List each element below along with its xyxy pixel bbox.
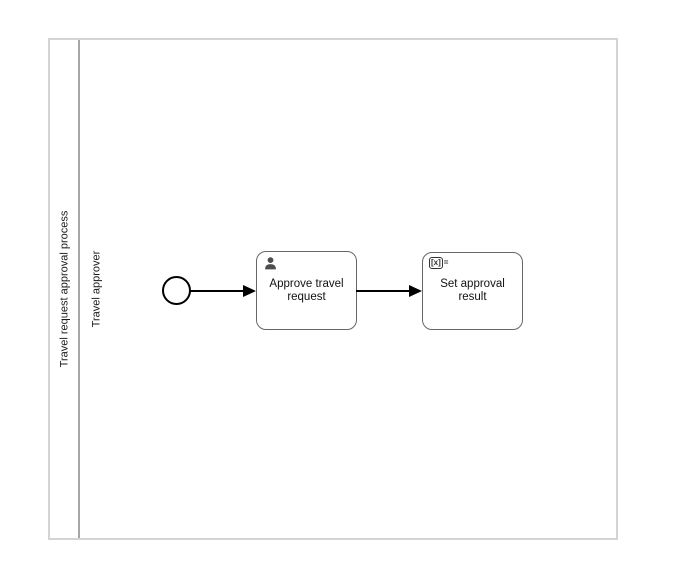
user-task-approve-travel-request[interactable]: Approve travel request: [256, 251, 357, 330]
pool-lane-divider: [78, 40, 80, 538]
arrowhead-icon: [409, 285, 422, 297]
lane-label: Travel approver: [90, 250, 102, 328]
pool-label-band: Travel request approval process: [50, 40, 78, 538]
task-label: Approve travel request: [269, 277, 344, 303]
expression-icon-suffix: =: [443, 258, 449, 267]
expression-icon-box: [x]: [429, 257, 443, 269]
pool-label: Travel request approval process: [58, 210, 71, 368]
sequence-flow-start-to-approve[interactable]: [190, 290, 244, 292]
expression-icon: [x] =: [429, 257, 448, 269]
sequence-flow-approve-to-set-result[interactable]: [356, 290, 410, 292]
user-icon: [263, 256, 278, 271]
script-task-set-approval-result[interactable]: [x] = Set approval result: [422, 252, 523, 330]
task-label: Set approval result: [440, 278, 505, 303]
start-event[interactable]: [162, 276, 191, 305]
lane-label-band: Travel approver: [80, 40, 112, 538]
pool-body: Travel request approval process Travel a…: [50, 40, 616, 538]
arrowhead-icon: [243, 285, 256, 297]
pool-travel-request-approval[interactable]: Travel request approval process Travel a…: [48, 38, 618, 540]
